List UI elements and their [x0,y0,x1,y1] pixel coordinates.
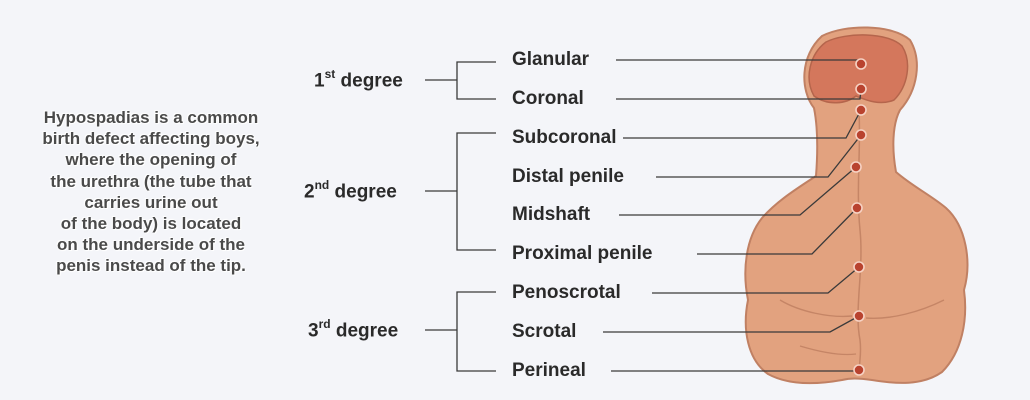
description-line: penis instead of the tip. [56,256,246,276]
degree-label-first: 1st degree [314,67,403,92]
description-line: carries urine out [84,192,218,212]
location-label-proximal-penile: Proximal penile [512,243,653,264]
location-label-glanular: Glanular [512,49,590,70]
leader-line-subcoronal [623,109,862,139]
location-label-penoscrotal: Penoscrotal [512,282,621,303]
location-dot-proximal-penile [851,202,863,214]
location-dots [850,58,867,376]
location-label-distal-penile: Distal penile [512,166,624,187]
location-dot-distal-penile [855,129,867,141]
description-text: Hypospadias is a common birth defect aff… [10,107,292,277]
location-label-coronal: Coronal [512,88,584,109]
bracket-third-degree [425,291,496,372]
description-line: on the underside of the [57,235,245,255]
description-line: the urethra (the tube that [50,171,252,191]
location-dot-subcoronal [855,104,867,116]
location-dot-perineal [853,364,865,376]
bracket-second-degree [425,132,496,251]
degree-label-second: 2nd degree [304,178,397,203]
scrotal-fold-lower [799,345,857,356]
scrotal-fold-left [779,299,853,318]
leader-line-midshaft [619,166,857,216]
description-line: where the opening of [65,150,237,170]
leader-line-distal-penile [656,134,862,178]
degree-brackets [425,61,496,372]
location-label-perineal: Perineal [512,360,586,381]
description-line: of the body) is located [60,214,242,234]
location-dot-glanular [855,58,867,70]
location-dot-midshaft [850,161,862,173]
location-label-scrotal: Scrotal [512,321,577,342]
degree-label-third: 3rd degree [308,317,399,342]
location-label-midshaft: Midshaft [512,204,591,225]
leader-line-penoscrotal [652,266,860,294]
scrotal-fold-right [865,299,945,320]
location-label-subcoronal: Subcoronal [512,127,617,148]
description-line: Hypospadias is a common [43,108,259,127]
bracket-first-degree [425,61,496,100]
location-dot-penoscrotal [853,261,865,273]
location-dot-coronal [855,83,867,95]
location-dot-scrotal [853,310,865,322]
leader-line-scrotal [603,315,860,333]
leader-line-proximal-penile [697,207,858,255]
description-line: birth defect affecting boys, [42,129,260,149]
